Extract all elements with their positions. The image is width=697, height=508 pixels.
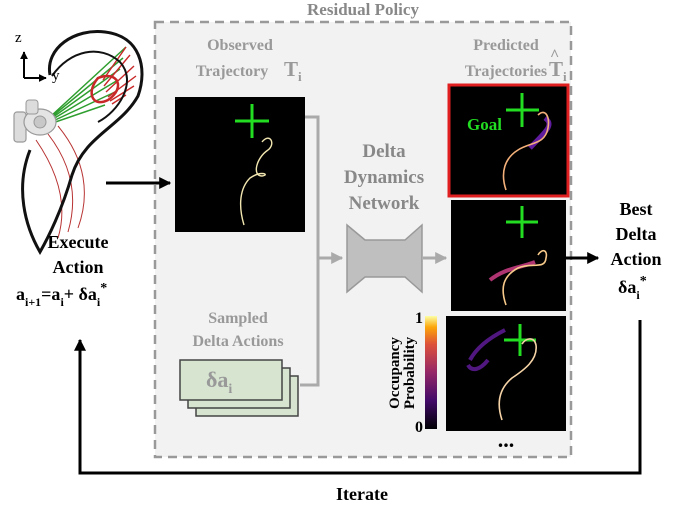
sampled-label-line2: Delta Actions: [192, 333, 283, 350]
predicted-3-goal-cross: [504, 324, 536, 356]
ellipsis: ...: [498, 427, 515, 452]
predicted-hat: ^: [550, 47, 559, 64]
robot-base: [13, 99, 57, 143]
colorbar-label-line1: Occupancy: [387, 337, 403, 409]
sampled-label-line1: Sampled: [208, 310, 268, 327]
colorbar-min-label: 0: [415, 419, 423, 436]
observed-trajectory-curve: [239, 137, 273, 226]
predicted-2-curve: [502, 249, 548, 306]
predicted-image-2: [451, 200, 566, 311]
execute-label-line1: Execute: [48, 232, 109, 252]
whip-trajectory-outer: [21, 30, 144, 256]
network-label-line3: Network: [349, 193, 420, 214]
robot-fan-lines: [35, 46, 137, 239]
predicted-label-line2: Trajectories: [465, 63, 547, 80]
sampled-symbol: δai: [206, 367, 232, 397]
axis-label-z: z: [15, 30, 22, 46]
iterate-loop-arrow: [74, 320, 642, 475]
axes-indicator: z y: [15, 30, 60, 84]
occupancy-colorbar: 1 0 Occupancy Probability: [387, 310, 437, 436]
colorbar-max-label: 1: [415, 310, 423, 327]
predicted-3-curve: [498, 338, 537, 421]
execute-label-line2: Action: [53, 257, 104, 277]
predicted-1-goal-cross: [506, 93, 539, 127]
predicted-image-best: Goal: [447, 83, 570, 198]
best-symbol: δai*: [618, 274, 647, 302]
observed-trajectory-image: [175, 97, 305, 232]
whip-trajectory-inner: [51, 50, 128, 123]
robot-arm-illustration: [13, 30, 144, 256]
sampled-actions-stack: δai: [179, 359, 299, 417]
delta-dynamics-network-shape: [346, 223, 423, 294]
predicted-2-goal-cross: [506, 206, 538, 238]
best-label-line3: Action: [611, 249, 662, 269]
connector-sampled: [300, 258, 320, 387]
observed-goal-cross: [235, 104, 269, 138]
residual-policy-title: Residual Policy: [307, 0, 419, 19]
colorbar-label-line2: Probability: [402, 336, 418, 409]
best-label-line1: Best: [620, 199, 653, 219]
predicted-label-line1: Predicted: [473, 37, 539, 54]
predicted-1-curve: [502, 111, 550, 191]
predicted-image-3: [446, 316, 566, 431]
network-label-line1: Delta: [362, 141, 406, 162]
observed-label-line2: Trajectory: [196, 63, 269, 80]
best-label-line2: Delta: [616, 224, 657, 244]
axis-label-y: y: [52, 68, 60, 84]
colorbar-gradient: [425, 316, 437, 429]
observed-symbol: Ti: [284, 57, 302, 84]
connector-observed: [305, 115, 320, 258]
observed-label-line1: Observed: [207, 37, 273, 54]
iterate-label: Iterate: [336, 484, 388, 504]
predicted-symbol: Ti: [549, 57, 567, 84]
goal-label: Goal: [467, 115, 502, 134]
network-label-line2: Dynamics: [344, 167, 424, 188]
execute-equation: ai+1=ai+ δai*: [16, 281, 107, 309]
